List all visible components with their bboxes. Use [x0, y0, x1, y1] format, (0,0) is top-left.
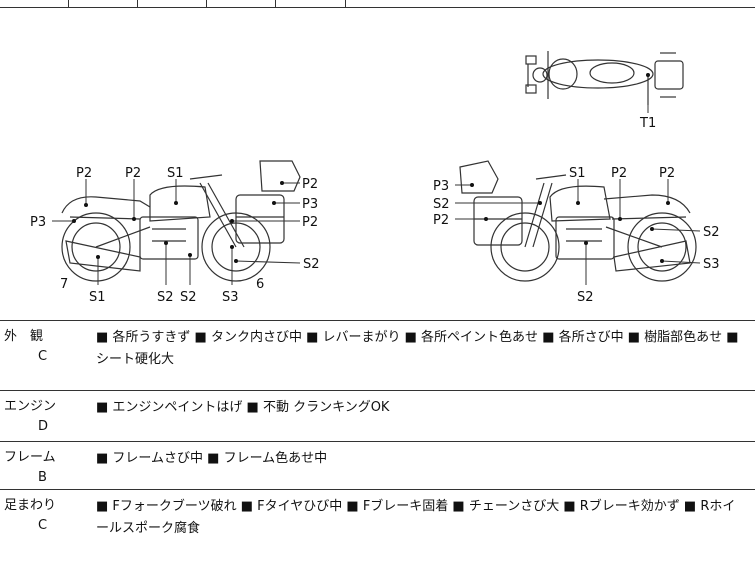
- label-p2: P2: [433, 213, 449, 228]
- label-s2: S2: [157, 290, 174, 305]
- label-s2: S2: [303, 257, 320, 272]
- row-category: エンジン D: [4, 397, 74, 437]
- label-p2: P2: [611, 166, 627, 181]
- label-p3: P3: [30, 215, 46, 230]
- label-s3: S3: [222, 290, 239, 305]
- damage-markers: [72, 73, 670, 263]
- category-label: フレーム: [4, 450, 56, 465]
- row-category: 足まわり C: [4, 496, 74, 536]
- row-category: 外 観 C: [4, 327, 74, 367]
- label-s2: S2: [433, 197, 450, 212]
- label-s2: S2: [180, 290, 197, 305]
- category-label: エンジン: [4, 399, 57, 414]
- label-p2: P2: [125, 166, 141, 181]
- motorcycle-top-view: [525, 51, 684, 105]
- motorcycle-left-view: [61, 160, 301, 282]
- condition-items: ■ エンジンペイントはげ ■ 不動 クランキングOK: [96, 400, 390, 415]
- category-label: 外 観: [4, 329, 44, 344]
- label-p2: P2: [302, 177, 318, 192]
- label-p2: P2: [76, 166, 92, 181]
- label-s1: S1: [89, 290, 106, 305]
- condition-items: ■ 各所うすきず ■ タンク内さび中 ■ レバーまがり ■ 各所ペイント色あせ …: [96, 330, 739, 367]
- condition-row-suspension: 足まわり C ■ Fフォークブーツ破れ ■ Fタイヤひび中 ■ Fブレーキ固着 …: [0, 490, 755, 561]
- label-s1: S1: [569, 166, 586, 181]
- grade-value: C: [38, 518, 48, 533]
- label-p3: P3: [302, 197, 318, 212]
- grade-value: C: [38, 349, 48, 364]
- leader-lines: [52, 97, 701, 285]
- condition-items: ■ フレームさび中 ■ フレーム色あせ中: [96, 451, 328, 466]
- table-top-strip: [0, 0, 755, 8]
- label-p2: P2: [302, 215, 318, 230]
- condition-row-exterior: 外 観 C ■ 各所うすきず ■ タンク内さび中 ■ レバーまがり ■ 各所ペイ…: [0, 321, 755, 391]
- condition-row-engine: エンジン D ■ エンジンペイントはげ ■ 不動 クランキングOK: [0, 391, 755, 442]
- label-s2: S2: [703, 225, 720, 240]
- condition-items: ■ Fフォークブーツ破れ ■ Fタイヤひび中 ■ Fブレーキ固着 ■ チェーンさ…: [96, 499, 736, 536]
- label-p3: P3: [433, 179, 449, 194]
- label-s2: S2: [577, 290, 594, 305]
- label-p2: P2: [659, 166, 675, 181]
- condition-row-frame: フレーム B ■ フレームさび中 ■ フレーム色あせ中: [0, 442, 755, 490]
- motorcycle-right-view: [459, 160, 697, 282]
- damage-diagram: T1 P2 P2 S1 P2 P3 P2 P3 S2 6 7 S1 S2 S2 …: [0, 7, 755, 321]
- grade-value: D: [38, 419, 49, 434]
- category-label: 足まわり: [4, 498, 57, 513]
- motorcycle-diagram: T1 P2 P2 S1 P2 P3 P2 P3 S2 6 7 S1 S2 S2 …: [30, 51, 720, 305]
- label-6: 6: [256, 277, 264, 292]
- label-s3: S3: [703, 257, 720, 272]
- row-category: フレーム B: [4, 448, 74, 488]
- grade-value: B: [38, 470, 47, 485]
- label-s1: S1: [167, 166, 184, 181]
- label-t1: T1: [639, 116, 656, 131]
- label-7: 7: [60, 277, 68, 292]
